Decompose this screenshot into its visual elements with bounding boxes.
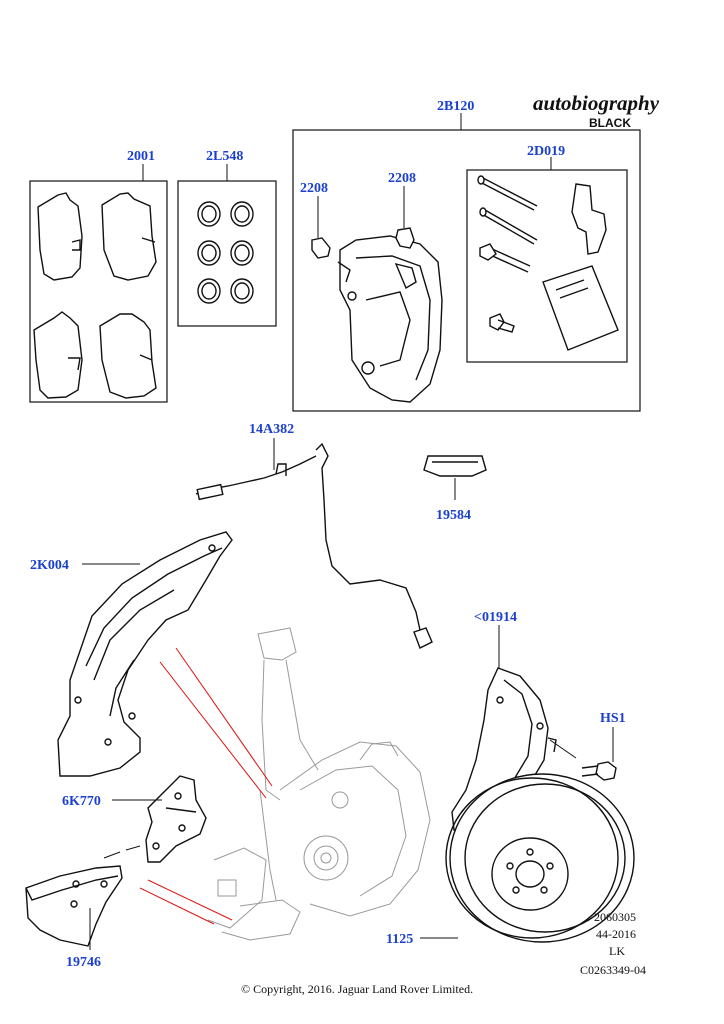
brake-pad-2[interactable] xyxy=(101,192,157,281)
brake-pad-4[interactable] xyxy=(99,313,157,399)
deflector[interactable] xyxy=(25,865,123,947)
label-disc: 1125 xyxy=(386,932,413,947)
pin-kit-box xyxy=(466,169,628,363)
brake-pad-1[interactable] xyxy=(37,192,83,281)
label-backplate: <01914 xyxy=(474,610,517,625)
brand-title: autobiography xyxy=(533,91,660,115)
label-deflector: 19746 xyxy=(66,955,101,970)
brake-pads-box xyxy=(29,180,168,403)
brand-subtitle: BLACK xyxy=(589,116,631,130)
seal-kit-group[interactable] xyxy=(177,164,277,327)
red-leader-1 xyxy=(175,647,273,787)
brake-caliper[interactable] xyxy=(337,235,443,403)
brake-shield[interactable] xyxy=(57,531,233,777)
ref-line-3: LK xyxy=(609,944,625,958)
label-wear-sensor: 14A382 xyxy=(249,422,294,437)
knuckle-hub-assembly xyxy=(207,627,431,941)
label-grease: 19584 xyxy=(436,508,471,523)
grease-sachet[interactable] xyxy=(423,455,487,477)
copyright: © Copyright, 2016. Jaguar Land Rover Lim… xyxy=(241,982,473,996)
caliper-box xyxy=(292,129,641,412)
label-pin-kit: 2D019 xyxy=(527,144,565,159)
pin-kit-parts[interactable] xyxy=(477,175,619,351)
ref-line-1: 2060305 xyxy=(594,910,636,924)
label-caliper: 2B120 xyxy=(437,99,474,114)
bracket[interactable] xyxy=(145,775,207,863)
label-seal-kit: 2L548 xyxy=(206,149,243,164)
ref-line-2: 44-2016 xyxy=(596,927,636,941)
red-leader-4 xyxy=(139,887,215,925)
label-pads: 2001 xyxy=(127,149,155,164)
screw-hs1[interactable] xyxy=(581,761,617,781)
red-leader-2 xyxy=(159,661,267,799)
bleed-screw-left[interactable] xyxy=(311,196,331,259)
label-bracket: 6K770 xyxy=(62,794,101,809)
brake-disc[interactable] xyxy=(445,773,635,943)
label-bleed-screw-right: 2208 xyxy=(388,171,416,186)
red-leader-3 xyxy=(147,879,233,921)
label-bleed-screw-left: 2208 xyxy=(300,181,328,196)
bleed-screw-right[interactable] xyxy=(395,186,415,249)
seal-kit-box xyxy=(177,180,277,327)
ref-line-4: C0263349-04 xyxy=(580,963,646,977)
label-shield: 2K004 xyxy=(30,558,69,573)
wear-sensor[interactable] xyxy=(195,442,433,649)
brake-pads-group[interactable] xyxy=(29,164,168,403)
label-screw: HS1 xyxy=(600,711,626,726)
brake-pad-3[interactable] xyxy=(33,311,83,399)
